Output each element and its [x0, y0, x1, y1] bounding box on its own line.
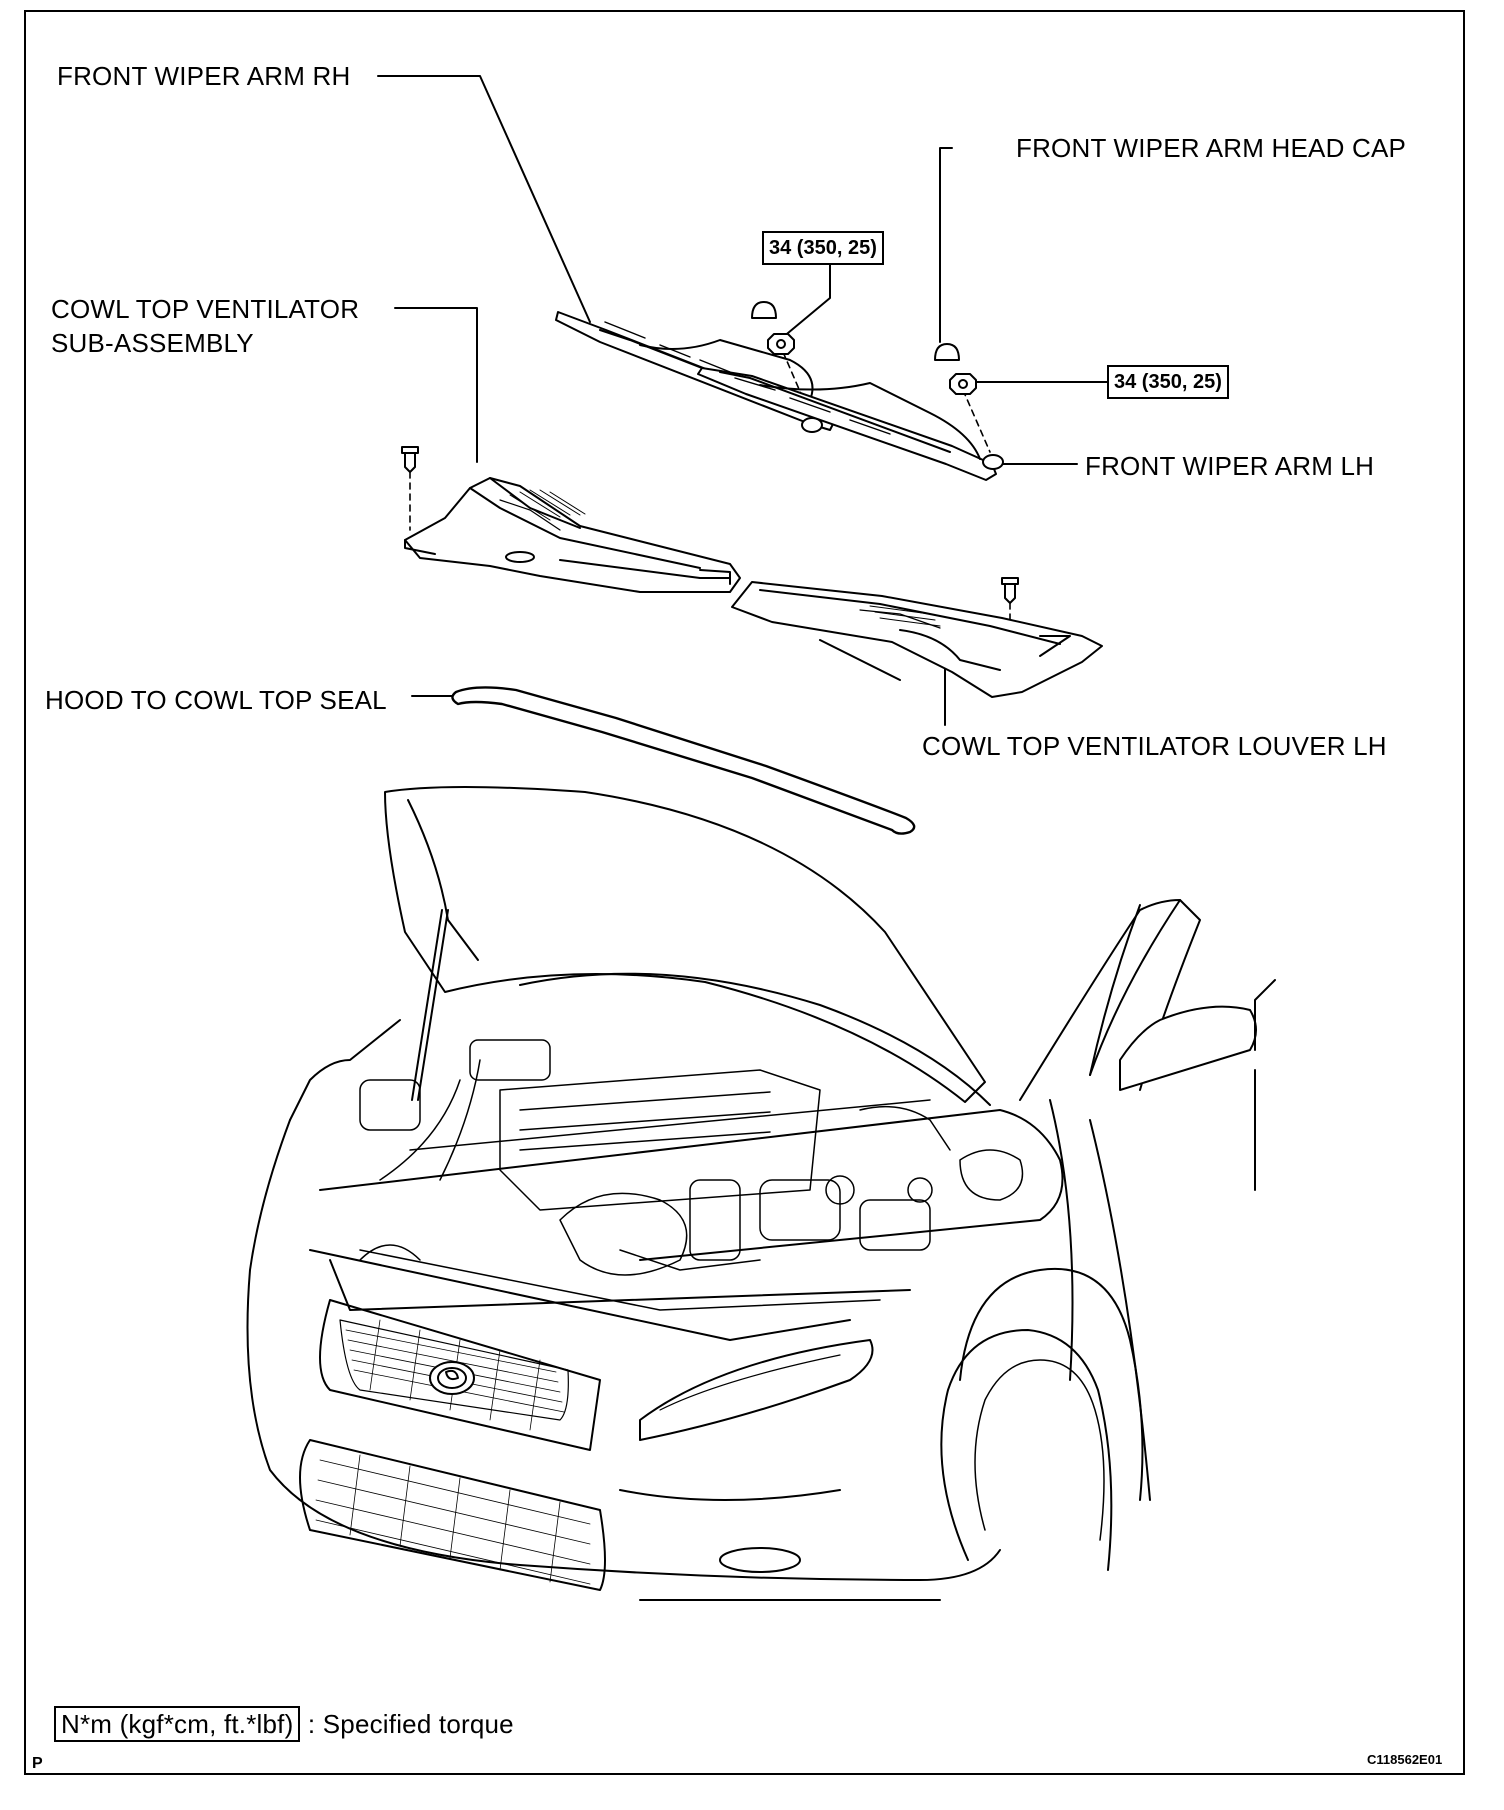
label-hood-to-cowl-top-seal: HOOD TO COWL TOP SEAL — [45, 685, 387, 715]
vehicle-illustration — [246, 786, 1276, 1601]
clip-left — [401, 446, 419, 473]
label-front-wiper-arm-rh: FRONT WIPER ARM RH — [57, 61, 351, 91]
hood-to-cowl-seal-part — [451, 686, 916, 835]
front-wiper-arm-lh-part — [697, 367, 1004, 481]
torque-callout-lh-nut: 34 (350, 25) — [1107, 365, 1229, 399]
torque-legend: N*m (kgf*cm, ft.*lbf) : Specified torque — [54, 1706, 514, 1742]
torque-legend-unit-box: N*m (kgf*cm, ft.*lbf) — [54, 1706, 301, 1742]
nut-rh — [767, 333, 795, 355]
label-front-wiper-arm-head-cap: FRONT WIPER ARM HEAD CAP — [1016, 133, 1407, 163]
figure-code: C118562E01 — [1367, 1752, 1443, 1767]
cowl-top-ventilator-part — [404, 477, 741, 593]
label-front-wiper-arm-lh: FRONT WIPER ARM LH — [1085, 451, 1375, 481]
head-cap-lh — [934, 343, 960, 361]
label-cowl-top-ventilator-line2: SUB-ASSEMBLY — [51, 328, 254, 358]
clip-right — [1001, 577, 1019, 604]
torque-legend-description: : Specified torque — [307, 1709, 514, 1739]
cowl-louver-lh-part — [731, 581, 1103, 698]
nut-lh — [949, 373, 977, 395]
section-letter: P — [32, 1755, 43, 1772]
label-cowl-top-ventilator-louver-lh: COWL TOP VENTILATOR LOUVER LH — [922, 731, 1387, 761]
head-cap-rh — [751, 301, 777, 319]
label-cowl-top-ventilator-line1: COWL TOP VENTILATOR — [51, 294, 360, 324]
diagram-frame — [24, 10, 1465, 1775]
torque-callout-rh-nut: 34 (350, 25) — [762, 231, 884, 265]
